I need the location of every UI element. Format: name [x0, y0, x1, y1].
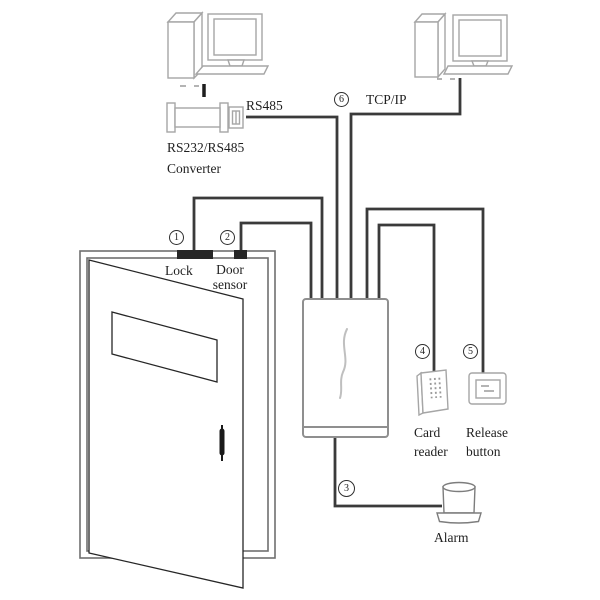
- release-button-icon: [468, 372, 507, 405]
- card-reader-label: Card reader: [414, 425, 448, 459]
- door-icon: [79, 250, 276, 589]
- callout-6-network: 6: [334, 92, 349, 107]
- converter-body: [174, 107, 221, 128]
- lock-device: [177, 250, 213, 259]
- door-sensor-label: Door sensor: [212, 262, 248, 292]
- callout-2-digit: 2: [225, 231, 230, 243]
- callout-5-digit: 5: [468, 345, 473, 357]
- release-button-label: Release button: [466, 425, 508, 459]
- desktop-computer-left-icon: [166, 11, 270, 97]
- alarm-wire: [333, 436, 442, 508]
- callout-4-digit: 4: [420, 345, 425, 357]
- release-button-plate: [468, 372, 507, 405]
- door-sensor-device: [234, 250, 247, 259]
- keypad-dots: [433, 377, 438, 399]
- callout-5-release-button: 5: [463, 344, 478, 359]
- monitor-stand: [227, 59, 245, 67]
- rs485-wire: [246, 115, 339, 302]
- monitor-stand: [470, 60, 490, 67]
- tcpip-label: TCP/IP: [366, 92, 407, 107]
- door-leaf: [88, 259, 244, 589]
- tower-front: [167, 21, 195, 79]
- callout-3-digit: 3: [344, 482, 349, 494]
- callout-4-card-reader: 4: [415, 344, 430, 359]
- wiring: [192, 78, 485, 508]
- access-controller-icon: [302, 298, 389, 438]
- callout-1-lock: 1: [169, 230, 184, 245]
- monitor-screen: [458, 19, 502, 57]
- converter-right-flange: [219, 102, 229, 133]
- callout-6-digit: 6: [339, 93, 344, 105]
- door-sensor-wire: [239, 221, 313, 302]
- card-reader-icon: [416, 369, 449, 417]
- keypad-dots: [429, 378, 433, 399]
- tower-front: [414, 21, 439, 78]
- callout-2-door-sensor: 2: [220, 230, 235, 245]
- lock-wire: [192, 196, 324, 302]
- monitor-screen: [213, 18, 257, 56]
- alarm-label: Alarm: [434, 530, 469, 545]
- release-button-wire: [365, 207, 485, 374]
- tower-side: [437, 12, 446, 79]
- door-window: [111, 311, 218, 383]
- desktop-computer-right-icon: [413, 12, 514, 80]
- release-button-inner: [475, 379, 501, 399]
- alarm-siren-icon: [436, 481, 482, 524]
- tcpip-wire: [349, 78, 462, 302]
- callout-1-digit: 1: [174, 231, 179, 243]
- rs485-label: RS485: [246, 98, 283, 113]
- alarm-top: [442, 481, 476, 493]
- controller-logo-squiggle: [339, 328, 348, 399]
- card-reader-face: [420, 369, 449, 414]
- callout-3-alarm: 3: [338, 480, 355, 497]
- monitor-base: [442, 65, 514, 75]
- rs232-rs485-converter-icon: [166, 102, 244, 133]
- card-reader-wire: [377, 223, 436, 372]
- keypad-dots: [438, 377, 442, 398]
- converter-left-flange: [166, 102, 176, 133]
- monitor-base: [194, 65, 270, 75]
- lock-label: Lock: [165, 263, 193, 278]
- card-reader-keypad: [429, 377, 442, 399]
- alarm-base: [436, 512, 482, 524]
- converter-label: RS232/RS485 Converter: [167, 140, 245, 176]
